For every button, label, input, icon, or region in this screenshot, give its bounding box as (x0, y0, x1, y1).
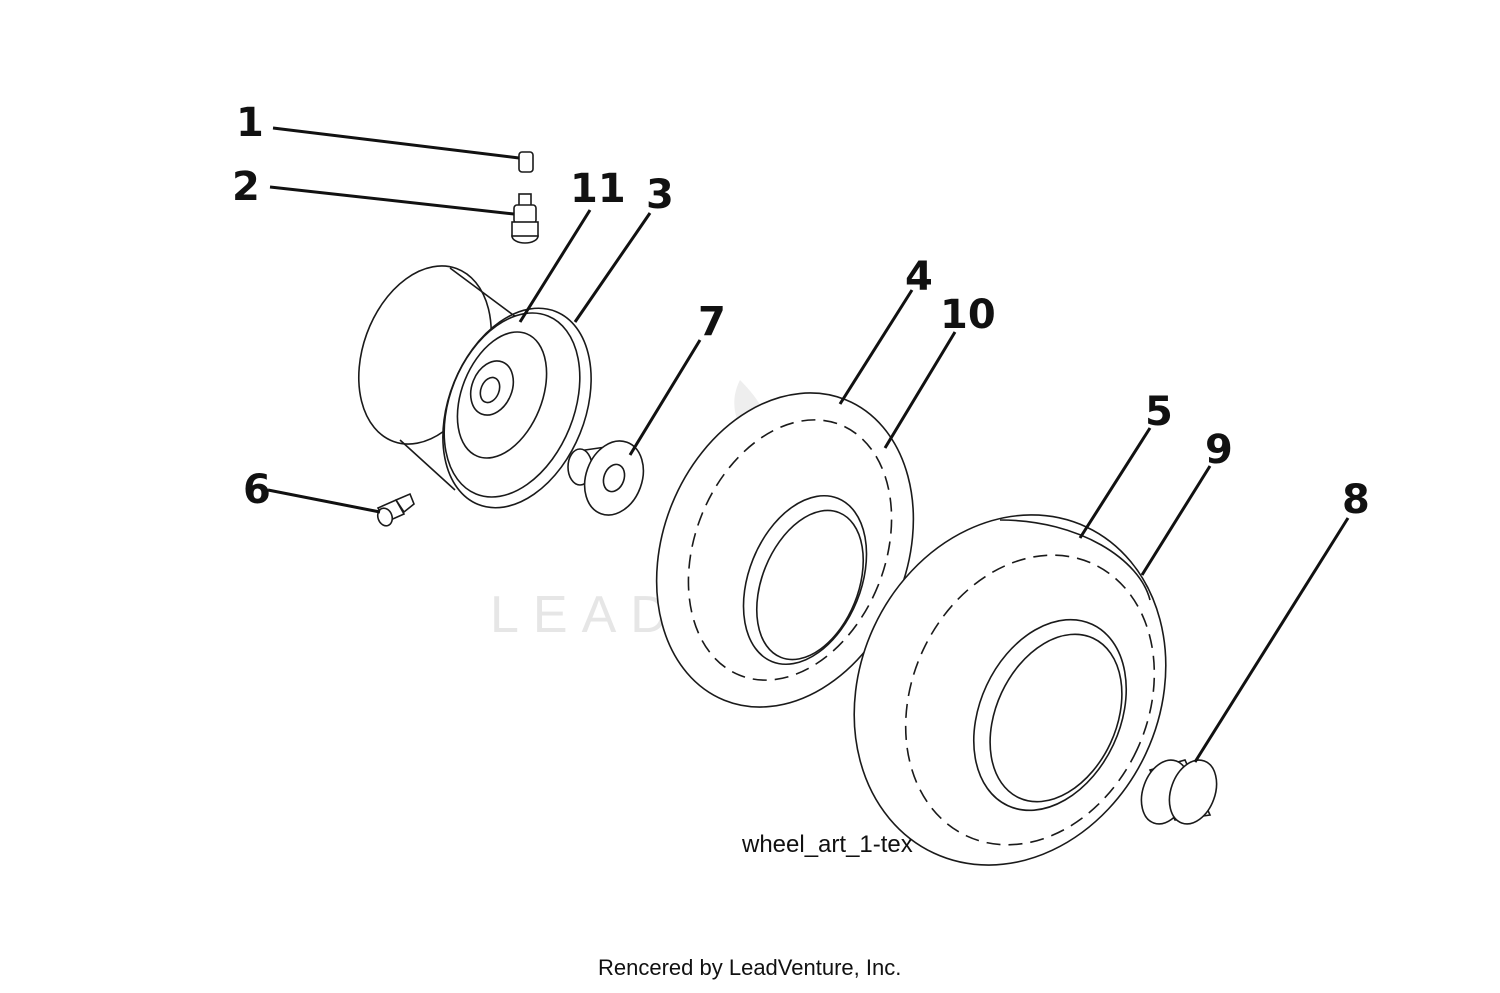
part-4-tire-front (655, 392, 915, 708)
callout-10: 10 (940, 292, 996, 338)
credit-line: Rencered by LeadVenture, Inc. (598, 955, 901, 980)
part-7-bushing (567, 440, 645, 516)
part-3-seal-ring (442, 307, 592, 509)
callout-7: 7 (698, 299, 726, 345)
callout-9: 9 (1205, 427, 1233, 473)
part-1-valve-cap (518, 151, 534, 173)
leader-8 (1193, 517, 1350, 763)
callout-5: 5 (1145, 389, 1173, 435)
leader-11 (518, 209, 592, 323)
callout-2: 2 (232, 164, 260, 210)
callout-1: 1 (236, 100, 264, 146)
leader-5 (1078, 427, 1152, 539)
part-6-bolt (376, 492, 415, 527)
leader-9 (1140, 465, 1212, 576)
callout-8: 8 (1342, 477, 1370, 523)
leader-10 (883, 331, 957, 449)
part-8-hub-cap (1140, 759, 1218, 825)
leader-1 (272, 126, 520, 160)
callout-4: 4 (905, 254, 933, 300)
leader-6 (267, 488, 381, 514)
leader-4 (838, 289, 914, 405)
callout-6: 6 (243, 467, 271, 513)
part-2-valve-stem (511, 193, 539, 244)
callout-3: 3 (646, 172, 674, 218)
leader-3 (573, 212, 652, 323)
figure-reference: wheel_art_1-tex (741, 831, 913, 858)
callouts: 1 2 11 3 6 7 4 10 5 9 8 (232, 100, 1370, 523)
leader-2 (269, 185, 515, 216)
leader-lines (267, 126, 1350, 763)
part-11-rim (357, 265, 581, 498)
callout-11: 11 (570, 166, 626, 212)
leader-7 (628, 339, 702, 456)
